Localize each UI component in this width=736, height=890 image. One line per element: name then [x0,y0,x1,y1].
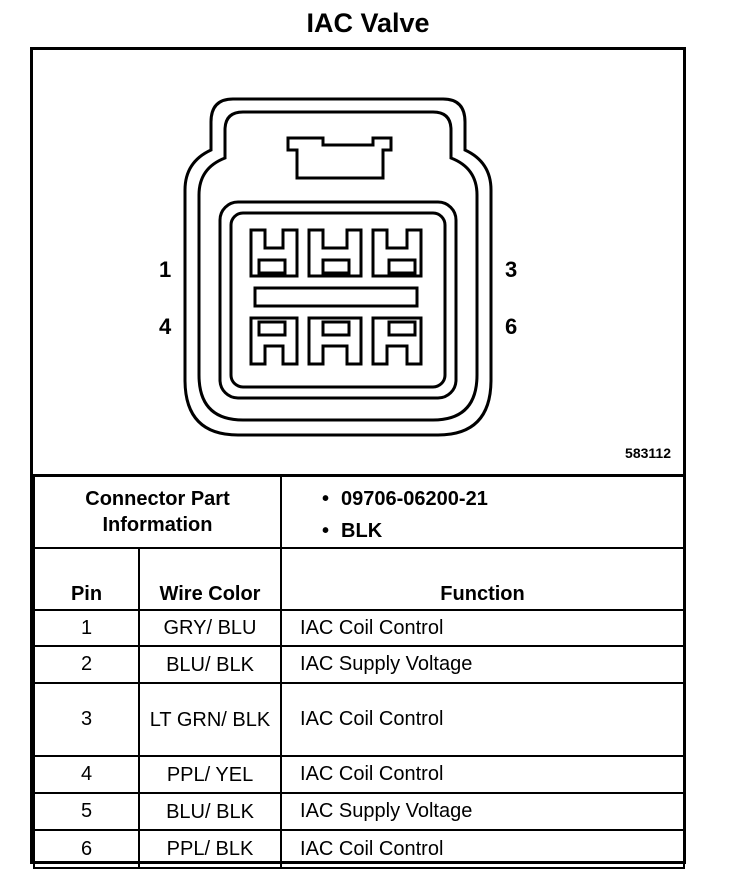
function-cell: IAC Supply Voltage [280,792,686,831]
pin-label-4: 4 [159,314,172,339]
header-function: Function [280,547,686,611]
function-cell: IAC Coil Control [280,755,686,794]
table-row: 6 PPL/ BLK IAC Coil Control [33,829,686,869]
function-cell: IAC Coil Control [280,609,686,647]
connector-face-drawing [183,97,493,437]
pin-cavity-outline [218,200,458,400]
pin-cell: 1 [33,609,140,647]
connector-pin-table: Connector Part Information 09706-06200-2… [32,474,686,869]
header-pin: Pin [33,547,140,611]
function-cell: IAC Coil Control [280,682,686,757]
pin-label-3: 3 [505,257,518,282]
terminal-slot-1 [257,258,287,275]
wire-color-cell: GRY/ BLU [137,609,283,647]
terminal-slot-2 [321,258,351,275]
table-header-row: Pin Wire Color Function [33,547,686,611]
diagram-frame: 1 3 4 6 583112 Connector Part Informatio… [30,47,686,869]
connector-color: BLK [322,515,683,547]
wire-color-cell: PPL/ BLK [137,829,283,869]
pin-cell: 6 [33,829,140,869]
terminal-slot-4 [257,320,287,337]
figure-id: 583112 [625,445,671,461]
pin-label-1: 1 [159,257,172,282]
pin-cell: 3 [33,682,140,757]
function-cell: IAC Coil Control [280,829,686,869]
header-wire-color: Wire Color [137,547,283,611]
terminal-slot-5 [321,320,351,337]
wire-color-cell: BLU/ BLK [137,645,283,684]
pin-cell: 2 [33,645,140,684]
wire-color-cell: LT GRN/ BLK [137,682,283,757]
function-cell: IAC Supply Voltage [280,645,686,684]
latch-tab [286,136,393,180]
terminal-row-top [249,228,423,278]
terminal-row-bottom [249,316,423,366]
connector-info-label: Connector Part Information [32,474,283,549]
connector-housing-outline [183,97,493,437]
connector-housing-inner-outline [197,110,479,422]
connector-info-items: 09706-06200-21 BLK [280,474,686,549]
pin-cell: 5 [33,792,140,831]
pin-cavity-inner-outline [229,211,447,389]
table-row: 4 PPL/ YEL IAC Coil Control [33,755,686,794]
page-title: IAC Valve [306,8,430,38]
terminal-slot-6 [387,320,417,337]
table-row: 5 BLU/ BLK IAC Supply Voltage [33,792,686,831]
connector-diagram: 1 3 4 6 583112 [33,50,683,474]
wire-color-cell: BLU/ BLK [137,792,283,831]
connector-part-number: 09706-06200-21 [322,483,683,515]
center-divider [253,286,419,308]
table-row: 3 LT GRN/ BLK IAC Coil Control [33,682,686,757]
connector-info-row: Connector Part Information 09706-06200-2… [32,474,686,549]
table-row: 2 BLU/ BLK IAC Supply Voltage [33,645,686,684]
terminal-slot-3 [387,258,417,275]
table-row: 1 GRY/ BLU IAC Coil Control [33,609,686,647]
pin-cell: 4 [33,755,140,794]
pin-label-6: 6 [505,314,518,339]
wire-color-cell: PPL/ YEL [137,755,283,794]
